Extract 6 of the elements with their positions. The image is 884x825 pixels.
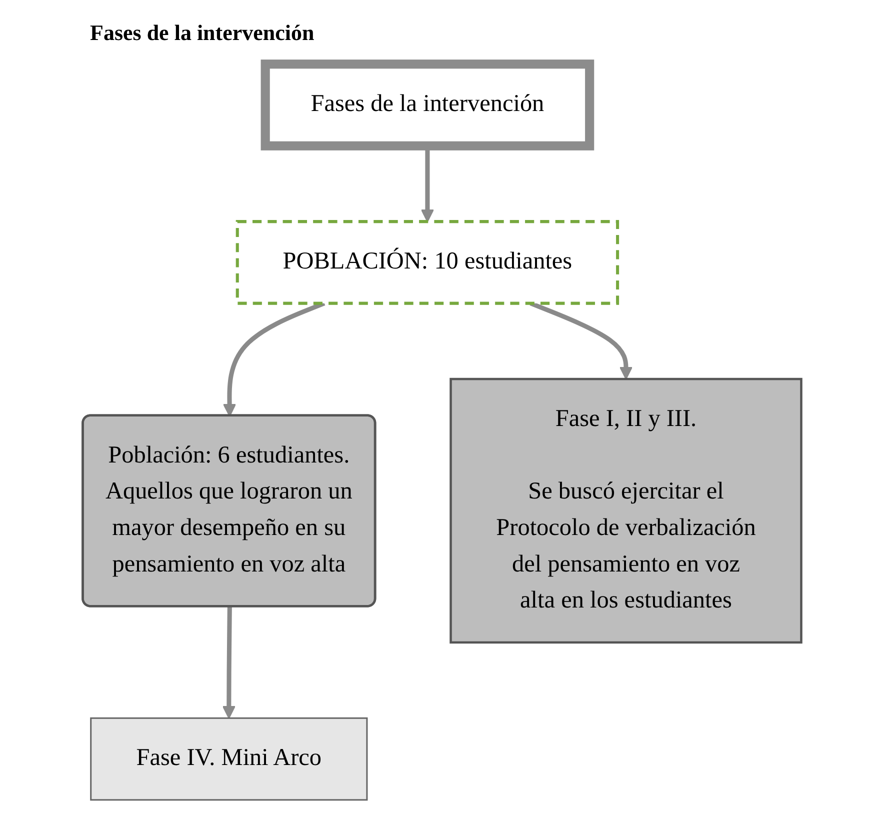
diagram-title: Fases de la intervención [90,20,314,46]
node-box: Fase I, II y III. Se buscó ejercitar el Protocolo de verbalización del pensamiento en voz alta en los estudiantes [450,378,802,644]
node-box: Fase IV. Mini Arco [90,717,368,801]
node-box: Fases de la intervención [260,60,594,150]
node-box: POBLACIÓN: 10 estudiantes [236,220,620,305]
arrow [222,606,236,719]
